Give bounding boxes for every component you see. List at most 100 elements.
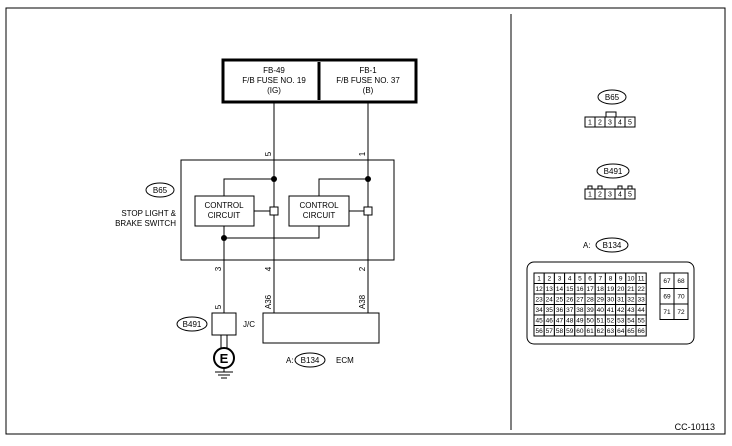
stop-light-brake-switch: B65 STOP LIGHT & BRAKE SWITCH CONTROL CI… (115, 159, 395, 261)
fuse-right-type: (B) (363, 86, 374, 95)
b65-pin: 3 (604, 116, 616, 128)
b134-pin: 35 (543, 304, 555, 316)
b134-pin: 45 (533, 314, 545, 326)
b134-pin: 49 (574, 314, 586, 326)
b134-pin-label: 27 (576, 297, 584, 304)
b134-pin-label: 6 (588, 276, 592, 283)
b134-pin: 50 (584, 314, 596, 326)
b134-pin-label: 47 (556, 318, 564, 325)
b134-pin-label: 55 (637, 318, 645, 325)
b134-pin-label: 52 (607, 318, 615, 325)
b134-pin: 58 (553, 325, 566, 337)
b134-pin-label: 21 (627, 286, 635, 293)
b134-pin: 23 (533, 293, 545, 305)
b134-tag-label: B134 (603, 241, 622, 250)
b134-pin-label: 59 (566, 328, 574, 335)
b134-pin: 53 (615, 314, 627, 326)
pin-label-2: 2 (358, 266, 367, 271)
b134-pin-label: 39 (586, 307, 594, 314)
diagram-code: CC-10113 (675, 422, 715, 432)
b134-pin: 6 (584, 272, 596, 284)
switch-connector-label: B65 (153, 186, 168, 195)
b134-pin-label: 28 (586, 297, 594, 304)
b134-pin: 25 (553, 293, 566, 305)
b134-pin: 40 (594, 304, 606, 316)
b134-pin-label: 60 (576, 328, 584, 335)
b491-tag-label: B491 (604, 167, 623, 176)
b65-pin-label: 5 (628, 120, 632, 127)
b134-pin: 29 (594, 293, 606, 305)
b134-pin: 46 (543, 314, 555, 326)
b134-pin-label: 20 (617, 286, 625, 293)
b134-pin: 62 (594, 325, 606, 337)
ecm-pin-a38: A38 (358, 294, 367, 309)
b134-pin: 15 (564, 283, 576, 295)
b65-pin: 5 (624, 116, 636, 128)
b134-pin: 18 (594, 283, 606, 295)
b134-side-pin: 68 (673, 272, 689, 289)
b134-pin: 22 (635, 283, 647, 295)
internal-wire-f (224, 226, 320, 239)
b134-pin: 41 (604, 304, 617, 316)
b134-pin-label: 1 (537, 276, 541, 283)
b134-side-pin-cell (673, 303, 689, 320)
fuse-left-type: (IG) (267, 86, 281, 95)
b134-pin: 11 (635, 272, 647, 284)
jc-box (211, 312, 237, 336)
b65-pin-label: 2 (598, 120, 602, 127)
switch-connector-tag (145, 182, 175, 198)
b134-pin-label: 40 (597, 307, 605, 314)
b491-tag (596, 163, 630, 179)
b134-pin: 48 (564, 314, 576, 326)
b134-pin: 65 (625, 325, 637, 337)
b134-pin-label: 23 (535, 297, 543, 304)
b134-pin: 14 (553, 283, 566, 295)
pin-label-5: 5 (264, 151, 273, 156)
b65-pin: 1 (584, 116, 596, 128)
b491-pin-label: 3 (608, 192, 612, 199)
fuse-right-name: FB-1 (359, 66, 377, 75)
junction-dot (221, 235, 227, 241)
b134-pin-label: 12 (535, 286, 543, 293)
b134-pin-label: 11 (638, 276, 645, 283)
b134-pin-label: 14 (556, 286, 564, 293)
b134-pin: 38 (574, 304, 586, 316)
pin-label-1: 1 (358, 151, 367, 156)
b134-pin-label: 8 (609, 276, 613, 283)
b491-pin-label: 4 (618, 192, 622, 199)
ecm-connector-label: B134 (301, 356, 320, 365)
b134-side-pin-label: 72 (677, 309, 685, 316)
fuse-right-number: F/B FUSE NO. 37 (336, 76, 400, 85)
b134-side-pin-label: 71 (663, 309, 671, 316)
b134-side-pin-label: 70 (677, 294, 685, 301)
b134-pin-label: 10 (627, 276, 635, 283)
b491-pin-cell (624, 188, 636, 200)
b134-pin-label: 41 (607, 307, 615, 314)
b134-pin-label: 56 (535, 328, 543, 335)
switch-name-line2: BRAKE SWITCH (115, 219, 176, 228)
control-circuit-right-line1: CONTROL (299, 201, 339, 210)
internal-wire-b (318, 178, 368, 196)
b65-pin: 2 (594, 116, 606, 128)
b134-pin: 61 (584, 325, 596, 337)
b134-pin: 1 (533, 272, 545, 284)
b134-pin: 28 (584, 293, 596, 305)
b134-pin-label: 7 (598, 276, 602, 283)
b134-pin: 55 (635, 314, 647, 326)
b134-pin-label: 29 (597, 297, 605, 304)
b134-pin: 24 (543, 293, 555, 305)
b134-pin: 20 (615, 283, 627, 295)
b134-side-pin: 72 (673, 303, 689, 320)
b134-pin: 57 (543, 325, 555, 337)
b134-side-pin: 67 (659, 272, 675, 289)
b491-pin: 2 (594, 188, 606, 200)
b134-pin-label: 54 (627, 318, 635, 325)
b134-pin: 8 (604, 272, 617, 284)
b134-pin-label: 53 (617, 318, 625, 325)
